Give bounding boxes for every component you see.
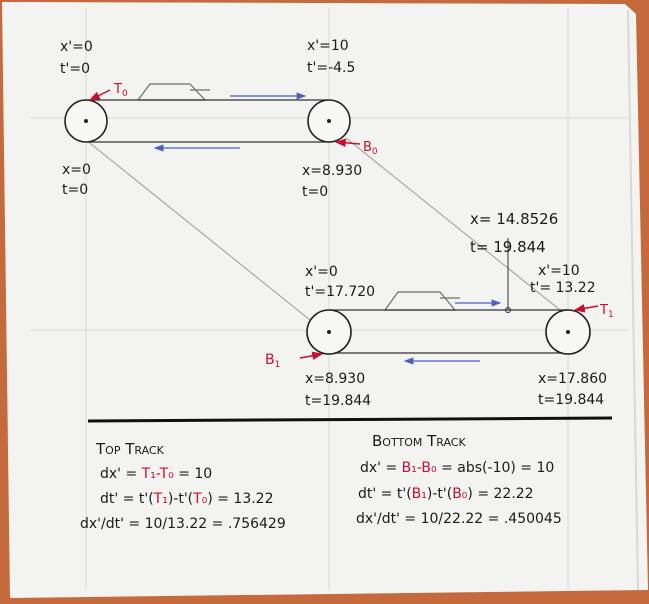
marker-t1-label: T1 — [599, 303, 614, 320]
top-track-dt: dt' = t'(T₁)-t'(T₀) = 13.22 — [100, 491, 274, 507]
bottom-right-axle — [566, 330, 570, 334]
top-track-ratio: dx'/dt' = 10/13.22 = .756429 — [80, 516, 286, 532]
intersect-x: x= 14.8526 — [470, 210, 558, 228]
tr-prime-x: x'=10 — [307, 38, 349, 54]
worldline-left — [85, 139, 311, 321]
tl-rest-x: x=0 — [62, 162, 91, 178]
tr-rest-x: x=8.930 — [302, 163, 362, 179]
br-rest-t: t=19.844 — [538, 392, 604, 408]
tr-rest-t: t=0 — [302, 184, 328, 200]
bl-prime-t: t'=17.720 — [305, 284, 375, 300]
tr-prime-t: t'=-4.5 — [307, 60, 355, 76]
top-track-calculations: Top Track dx' = T₁-T₀ = 10 dt' = t'(T₁)-… — [80, 440, 286, 532]
marker-b1-arrow — [299, 351, 324, 360]
marker-t0-label: T0 — [113, 82, 128, 99]
marker-b1-label: B1 — [265, 352, 280, 370]
top-track-dx: dx' = T₁-T₀ = 10 — [100, 466, 212, 482]
top-track-heading: Top Track — [95, 440, 165, 458]
intersect-t: t= 19.844 — [470, 238, 546, 256]
marker-t0-arrow — [88, 89, 111, 101]
br-rest-x: x=17.860 — [538, 371, 607, 387]
bottom-track-dx: dx' = B₁-B₀ = abs(-10) = 10 — [360, 460, 554, 476]
bottom-track-calculations: Bottom Track dx' = B₁-B₀ = abs(-10) = 10… — [356, 432, 562, 527]
bottom-left-axle — [327, 330, 331, 334]
br-prime-t: t'= 13.22 — [530, 280, 596, 296]
top-right-axle — [327, 119, 331, 123]
paper-edge — [627, 9, 639, 591]
bl-rest-t: t=19.844 — [305, 393, 371, 409]
tl-rest-t: t=0 — [62, 182, 88, 198]
br-prime-x: x'=10 — [538, 263, 580, 279]
marker-b0-label: B0 — [363, 140, 378, 157]
worldline-right — [345, 137, 571, 319]
top-left-axle — [84, 119, 88, 123]
bottom-track-heading: Bottom Track — [372, 432, 466, 450]
bl-prime-x: x'=0 — [305, 264, 338, 280]
marker-t1-arrow — [573, 304, 599, 313]
bl-rest-x: x=8.930 — [305, 371, 365, 387]
section-divider — [87, 416, 613, 423]
bottom-track-ratio: dx'/dt' = 10/22.22 = .450045 — [356, 511, 562, 527]
tl-prime-x: x'=0 — [60, 39, 93, 55]
tl-prime-t: t'=0 — [60, 61, 90, 77]
bottom-track-dt: dt' = t'(B₁)-t'(B₀) = 22.22 — [358, 486, 534, 502]
top-track — [64, 83, 361, 152]
bottom-track — [299, 291, 599, 365]
marker-b0-arrow — [334, 138, 361, 147]
